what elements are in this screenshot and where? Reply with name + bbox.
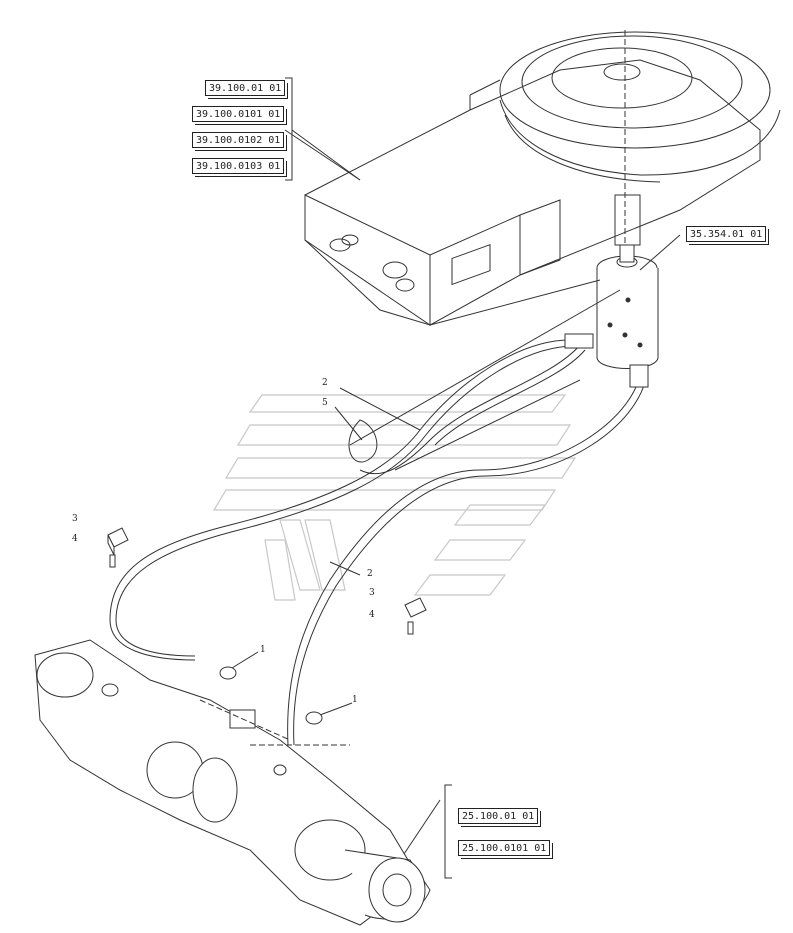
frame-ref-3[interactable]: 39.100.0102 01: [192, 132, 285, 148]
axle-ref-2[interactable]: 25.100.0101 01: [458, 840, 551, 856]
watermark-logo: [212, 394, 577, 601]
leader-lines: [231, 129, 681, 861]
callout-2-bottom: 2: [367, 569, 373, 579]
callout-1-right: 1: [352, 695, 358, 705]
turntable-assembly: [499, 30, 781, 260]
callout-1-left: 1: [260, 645, 266, 655]
frame-bracket: [304, 59, 761, 326]
swivel-ref[interactable]: 35.354.01 01: [686, 226, 767, 242]
frame-ref-4[interactable]: 39.100.0103 01: [192, 158, 285, 174]
callout-5: 5: [322, 398, 328, 408]
swivel-coupling: [596, 244, 659, 369]
frame-ref-2[interactable]: 39.100.0101 01: [192, 106, 285, 122]
reference-braces: [285, 77, 452, 879]
callout-2-top: 2: [322, 378, 328, 388]
callout-3-left: 3: [72, 514, 78, 524]
callout-4-left: 4: [72, 534, 78, 544]
frame-ref-1[interactable]: 39.100.01 01: [205, 80, 286, 96]
axle-assembly: [34, 639, 431, 926]
axle-ref-1[interactable]: 25.100.01 01: [458, 808, 539, 824]
callout-4-right: 4: [369, 610, 375, 620]
hoses: [109, 333, 649, 746]
mounting-blocks: [107, 527, 427, 725]
callout-3-right: 3: [369, 588, 375, 598]
